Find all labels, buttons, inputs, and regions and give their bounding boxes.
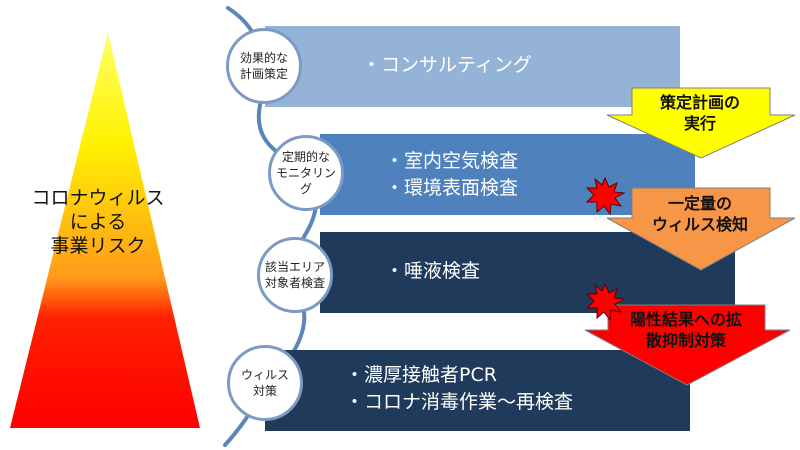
step-item: ・唾液検査 bbox=[385, 260, 481, 282]
arrow-label-virus-detect: 一定量の ウィルス検知 bbox=[651, 194, 748, 234]
step-items-planning: ・コンサルティング bbox=[362, 52, 532, 79]
burst-icon bbox=[585, 282, 626, 322]
arrow-label-execute-plan: 策定計画の 実行 bbox=[659, 93, 740, 133]
pyramid-label: コロナウィルス による 事業リスク bbox=[31, 187, 165, 257]
step-items-virus-control: ・濃厚接触者PCR ・コロナ消毒作業～再検査 bbox=[345, 362, 573, 416]
step-bar-virus-control bbox=[265, 350, 690, 431]
step-item: ・コンサルティング bbox=[362, 54, 532, 76]
step-item: ・環境表面検査 bbox=[385, 177, 519, 199]
step-circle-monitoring: 定期的な モニタリング bbox=[268, 135, 344, 211]
step-bar-planning bbox=[265, 26, 680, 107]
arrow-execute-plan bbox=[606, 87, 796, 159]
arrow-virus-detect bbox=[606, 187, 796, 271]
step-items-monitoring: ・室内空気検査 ・環境表面検査 bbox=[385, 148, 518, 202]
step-circle-virus-control: ウィルス 対策 bbox=[227, 345, 303, 421]
step-item: ・濃厚接触者PCR bbox=[345, 364, 497, 386]
step-items-area-test: ・唾液検査 bbox=[385, 258, 480, 285]
step-circle-area-test: 該当エリア 対象者検査 bbox=[257, 237, 333, 313]
step-item: ・室内空気検査 bbox=[385, 150, 519, 172]
arrow-label-spread-control: 陽性結果への拡 散抑制対策 bbox=[629, 310, 742, 350]
arrow-spread-control bbox=[584, 304, 791, 386]
burst-icon bbox=[585, 176, 626, 216]
step-item: ・コロナ消毒作業～再検査 bbox=[345, 391, 574, 413]
step-circle-planning: 効果的な 計画策定 bbox=[226, 28, 302, 104]
